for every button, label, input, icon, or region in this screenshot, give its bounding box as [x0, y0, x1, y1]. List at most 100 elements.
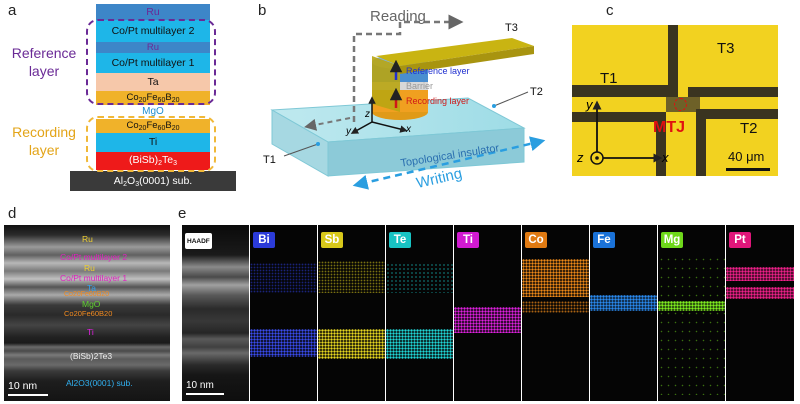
map-te: Te — [386, 225, 453, 401]
cofeb-top-fe: Fe — [146, 92, 158, 103]
panel-label-c: c — [606, 2, 614, 19]
t2-label-c: T2 — [740, 120, 758, 137]
layer-copt1: Co/Pt multilayer 1 — [96, 53, 210, 73]
reference-layer-caption: Reference layer — [6, 44, 82, 80]
substrate-rest: (0001) sub. — [139, 175, 193, 187]
t1-label-c: T1 — [600, 70, 618, 87]
cofeb-top-b-sub: 20 — [171, 97, 180, 104]
substrate-al-sub: 2 — [123, 181, 128, 188]
haadf-tag: HAADF — [185, 233, 212, 249]
tem-label-ru-top: Ru — [82, 234, 93, 244]
reference-layer-label-b: Reference layer — [406, 66, 470, 76]
t3-label-b: T3 — [505, 22, 518, 34]
axis-y-label-c: y — [586, 97, 593, 112]
band-bi-upper — [250, 263, 317, 293]
gap-left-bottom — [572, 112, 656, 122]
tem-label-ti: Ti — [87, 327, 94, 337]
cofeb-bottom-b-sub: 20 — [171, 125, 180, 132]
barrier-label-b: Barrier — [406, 81, 434, 91]
tag-co: Co — [525, 232, 547, 248]
t2-leader — [493, 91, 529, 107]
axis-z-label-b: z — [365, 109, 370, 120]
gap-left-top — [572, 85, 668, 97]
layer-bisbte: (BiSb)2Te3 — [96, 152, 210, 170]
t3-electrode-top — [376, 38, 534, 66]
layer-ru-mid: Ru — [96, 42, 210, 53]
map-fe: Fe — [590, 225, 657, 401]
band-bi-lower — [250, 329, 317, 357]
cofeb-top-co-sub: 20 — [138, 97, 147, 104]
haadf-tile: HAADF 10 nm — [182, 225, 249, 401]
optical-micrograph — [572, 25, 778, 176]
recording-layer-label-b: Recording layer — [406, 96, 470, 106]
t3-label-c: T3 — [717, 40, 735, 57]
tag-ti: Ti — [457, 232, 479, 248]
axis-z-label-c: z — [577, 150, 584, 165]
tem-label-cofeb-bottom: Co20Fe60B20 — [64, 309, 113, 318]
reading-return — [304, 117, 351, 131]
band-sb-upper — [318, 261, 385, 293]
cross-section-tem — [4, 225, 170, 401]
layer-ru-mid-text: Ru — [146, 42, 160, 53]
band-ti — [454, 307, 521, 333]
scale-label-d: 10 nm — [8, 380, 38, 392]
scale-bar-c — [726, 168, 770, 171]
band-pt-lower — [726, 287, 794, 299]
ti-slab-side — [271, 109, 329, 177]
bisbte-b-sub: 3 — [173, 160, 178, 167]
layer-mgo-text: MgO — [142, 106, 164, 117]
axis-x-label-c: x — [662, 150, 669, 165]
tem-label-substrate: Al2O3(0001) sub. — [66, 378, 133, 388]
scale-bar-e — [186, 393, 224, 395]
gap-right-bottom — [696, 109, 778, 119]
recording-layer-caption: Recording layer — [6, 123, 82, 159]
gap-vertical-right — [696, 109, 706, 176]
cofeb-bottom-b: B — [165, 120, 172, 131]
layer-cofeb-bottom: Co20Fe60B20 — [96, 119, 210, 133]
layer-ta-text: Ta — [147, 76, 159, 88]
tem-label-copt1: Co/Pt multilayer 1 — [60, 273, 128, 283]
band-mg-noise — [658, 255, 725, 395]
bisbte-a: (BiSb) — [128, 154, 159, 166]
map-mg: Mg — [658, 225, 725, 401]
tag-fe: Fe — [593, 232, 615, 248]
tem-label-copt2: Co/Pt multilayer 2 — [60, 252, 128, 262]
tag-sb: Sb — [321, 232, 343, 248]
tag-pt: Pt — [729, 232, 751, 248]
layer-ti: Ti — [96, 133, 210, 152]
substrate-o-sub: 3 — [135, 181, 140, 188]
recording-label-line2: layer — [28, 142, 60, 158]
tag-bi: Bi — [253, 232, 275, 248]
band-co-lower — [522, 301, 589, 313]
axis-x-label-b: x — [406, 124, 411, 135]
tem-label-ru-mid: Ru — [84, 263, 95, 273]
cofeb-bottom-fe: Fe — [146, 120, 158, 131]
layer-cofeb-top: Co20Fe60B20 — [96, 91, 210, 105]
layer-copt2-text: Co/Pt multilayer 2 — [111, 25, 195, 37]
cofeb-bottom-fe-sub: 60 — [157, 125, 166, 132]
gap-vertical-left — [656, 112, 666, 176]
map-bi: Bi — [250, 225, 317, 401]
t2-dot — [492, 104, 496, 108]
layer-copt1-text: Co/Pt multilayer 1 — [111, 57, 195, 69]
bisbte-b: Te — [162, 154, 174, 166]
mtj-label: MTJ — [653, 119, 685, 136]
layer-substrate: Al2O3(0001) sub. — [70, 171, 236, 191]
tag-te: Te — [389, 232, 411, 248]
panel-label-b: b — [258, 2, 267, 19]
gap-vertical-top — [668, 25, 678, 97]
cofeb-bottom-co: Co — [126, 120, 139, 131]
substrate-o: O — [127, 175, 136, 187]
axis-x-line — [371, 121, 408, 133]
layer-ru-top: Ru — [96, 4, 210, 20]
layer-ta: Ta — [96, 73, 210, 91]
tem-label-ta: Ta — [87, 283, 96, 293]
reference-layer-box — [86, 19, 216, 105]
map-sb: Sb — [318, 225, 385, 401]
bisbte-a-sub: 2 — [158, 160, 163, 167]
layer-ti-text: Ti — [148, 136, 158, 148]
reference-label-line1: Reference — [11, 45, 77, 61]
scale-label-c: 40 μm — [728, 149, 765, 164]
device-schematic — [270, 14, 546, 190]
t1-leader — [283, 143, 319, 157]
